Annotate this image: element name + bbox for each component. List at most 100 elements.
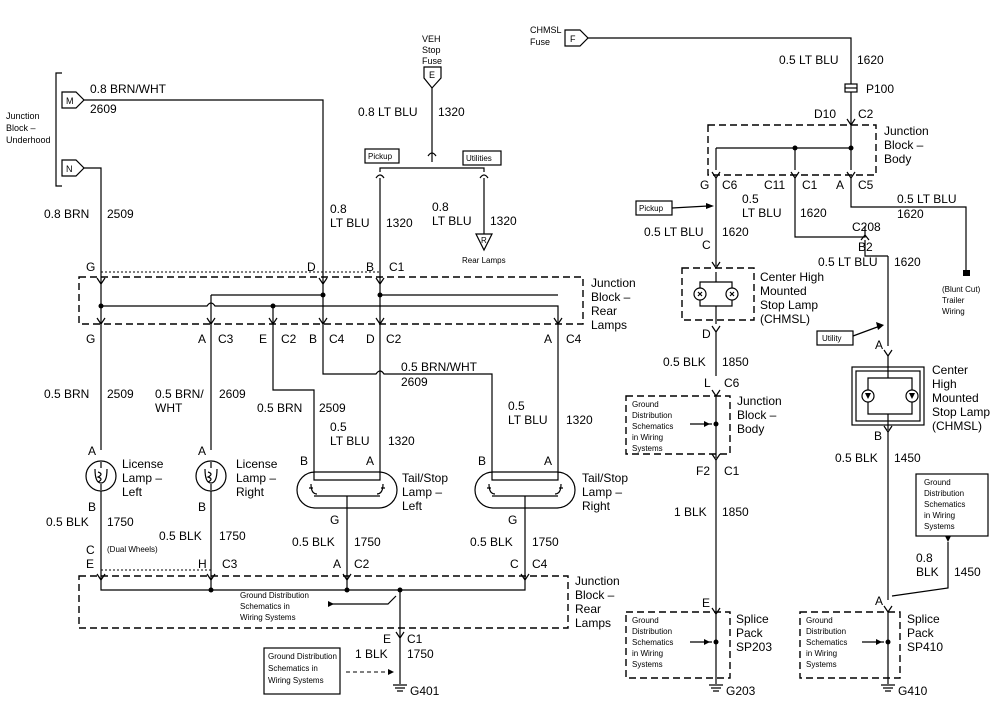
svg-text:Left: Left xyxy=(122,485,143,499)
pin-n-label: N xyxy=(66,164,73,174)
jb-rear-bottom-pin-a-c3: A xyxy=(198,332,206,346)
svg-text:Ground: Ground xyxy=(806,616,833,625)
svg-text:Systems: Systems xyxy=(806,660,837,669)
wire-brn-left-circuit: 2509 xyxy=(107,207,134,221)
svg-text:C1: C1 xyxy=(802,178,818,192)
trailer-wiring-label-1: (Blunt Cut) xyxy=(942,285,981,294)
svg-text:Pack: Pack xyxy=(907,626,935,640)
svg-text:Rear: Rear xyxy=(575,602,601,616)
svg-text:G203: G203 xyxy=(726,684,756,698)
wire-trailer-feed-circuit: 1620 xyxy=(897,207,924,221)
tail-stop-lamp-left: B A G Tail/Stop Lamp – Left xyxy=(296,454,448,527)
jb-rear-top-pin-b: B xyxy=(366,260,374,274)
wire-chmsl-feed-circuit: 1620 xyxy=(857,53,884,67)
jb-rear-bottom-conn-c2b: C2 xyxy=(386,332,402,346)
svg-text:Tail/Stop: Tail/Stop xyxy=(582,471,628,485)
veh-stop-fuse: VEH Stop Fuse E xyxy=(422,34,442,89)
tail-stop-lamp-right: B A G Tail/Stop Lamp – Right xyxy=(474,454,628,527)
svg-text:C1: C1 xyxy=(724,464,740,478)
wire-brn-left-gauge: 0.8 BRN xyxy=(44,207,89,221)
wire-lt-blu-utilities-circuit: 1320 xyxy=(490,214,517,228)
svg-text:Center: Center xyxy=(932,363,968,377)
wire-blk-sp410-circuit: 1450 xyxy=(954,565,981,579)
svg-text:Schematics in: Schematics in xyxy=(268,664,318,673)
svg-text:Lamp –: Lamp – xyxy=(402,485,442,499)
svg-text:G: G xyxy=(700,178,709,192)
pickup-option-box xyxy=(364,148,400,164)
wire-blk-body-splice-circuit: 1850 xyxy=(722,505,749,519)
svg-text:Body: Body xyxy=(884,152,911,166)
svg-text:CHMSL: CHMSL xyxy=(530,25,562,35)
svg-text:in Wiring: in Wiring xyxy=(632,433,663,442)
svg-text:Distribution: Distribution xyxy=(924,489,964,498)
svg-text:Block –: Block – xyxy=(737,408,777,422)
svg-text:R: R xyxy=(481,236,487,245)
svg-text:B: B xyxy=(478,454,486,468)
veh-stop-label-1: VEH xyxy=(422,34,441,44)
jb-rear-top-label-2: Block – xyxy=(591,290,631,304)
wire-pickup-chmsl-feed-gauge: 0.5 LT BLU xyxy=(644,225,704,239)
wire-brn-wht-lic-right-gauge-1: 0.5 BRN/ xyxy=(155,387,204,401)
svg-text:Junction: Junction xyxy=(737,394,782,408)
veh-stop-fuse-shape xyxy=(423,66,442,89)
wire-lt-blu-stop-gauge: 0.8 LT BLU xyxy=(358,105,418,119)
svg-text:A: A xyxy=(836,178,844,192)
rear-lamps-ref-shape xyxy=(475,233,493,252)
svg-text:Lamps: Lamps xyxy=(575,616,611,630)
trailer-wiring-label-2: Trailer xyxy=(942,296,965,305)
pin-m-shape xyxy=(61,91,85,109)
svg-text:Lamp –: Lamp – xyxy=(122,471,162,485)
wire-lt-blu-tail-left-gauge-2: LT BLU xyxy=(330,434,370,448)
veh-stop-label-2: Stop xyxy=(422,45,441,55)
g401-gd-note-box xyxy=(263,647,341,695)
svg-text:Right: Right xyxy=(236,485,265,499)
svg-text:E: E xyxy=(383,632,391,646)
wire-lt-blu-pickup-circuit: 1320 xyxy=(386,216,413,230)
svg-text:B: B xyxy=(88,500,96,514)
wire-blk-pickup-chmsl-gauge: 0.5 BLK xyxy=(663,355,706,369)
wire-brn-wht-top xyxy=(84,99,324,262)
junction-block-body-mid: L C6 Ground Distribution Schematics in W… xyxy=(625,376,782,478)
svg-text:C2: C2 xyxy=(354,557,370,571)
svg-text:Distribution: Distribution xyxy=(806,627,846,636)
wire-lt-blu-pickup-gauge-2: LT BLU xyxy=(330,216,370,230)
wire-utility-chmsl-feed-gauge: 0.5 LT BLU xyxy=(818,255,878,269)
svg-text:Wiring Systems: Wiring Systems xyxy=(268,676,324,685)
wire-blk-tail-right-circuit: 1750 xyxy=(532,535,559,549)
svg-text:F2: F2 xyxy=(696,464,710,478)
svg-text:Mounted: Mounted xyxy=(760,284,807,298)
wire-brn-tail-left-gauge: 0.5 BRN xyxy=(257,401,302,415)
rear-lamps-ref-label: Rear Lamps xyxy=(462,256,506,265)
svg-text:Ground Distribution: Ground Distribution xyxy=(268,652,337,661)
ground-g203: G203 xyxy=(709,684,756,698)
wire-lt-blu-tail-left-gauge-1: 0.5 xyxy=(330,420,347,434)
junction-block-underhood: Junction Block – Underhood M N xyxy=(6,72,85,187)
wire-blk-body-splice-gauge: 1 BLK xyxy=(674,505,707,519)
wire-blk-lic-left-circuit: 1750 xyxy=(107,515,134,529)
svg-text:A: A xyxy=(333,557,341,571)
svg-text:Ground Distribution: Ground Distribution xyxy=(240,591,309,600)
jb-rear-bottom-conn-c4: C4 xyxy=(329,332,345,346)
junction-block-rear-bottom: C E H C3 A C2 C C4 Ground Distribution S… xyxy=(78,543,620,646)
wire-stop-split xyxy=(379,167,485,172)
svg-text:Mounted: Mounted xyxy=(932,391,979,405)
wire-blk-utility-chmsl-gauge: 0.5 BLK xyxy=(835,451,878,465)
svg-text:(CHMSL): (CHMSL) xyxy=(932,419,982,433)
jb-rear-top-conn-c1: C1 xyxy=(389,260,405,274)
wire-blk-utility-chmsl-circuit: 1450 xyxy=(894,451,921,465)
wire-lt-blu-utilities-gauge-1: 0.8 xyxy=(432,200,449,214)
svg-text:Block –: Block – xyxy=(575,588,615,602)
svg-text:Stop Lamp: Stop Lamp xyxy=(760,298,818,312)
svg-text:D10: D10 xyxy=(814,107,836,121)
jb-underhood-label-1: Junction xyxy=(6,111,40,121)
svg-text:C2: C2 xyxy=(858,107,874,121)
svg-text:C11: C11 xyxy=(764,178,785,192)
svg-text:Left: Left xyxy=(402,499,423,513)
jb-rear-bottom-pin-b: B xyxy=(309,332,317,346)
junction-block-body-top: D10 C2 Junction Block – Body G C6 C11 C1… xyxy=(700,107,929,192)
veh-stop-label-3: Fuse xyxy=(422,56,442,66)
svg-text:High: High xyxy=(932,377,957,391)
svg-text:C5: C5 xyxy=(858,178,874,192)
svg-text:L: L xyxy=(704,376,711,390)
